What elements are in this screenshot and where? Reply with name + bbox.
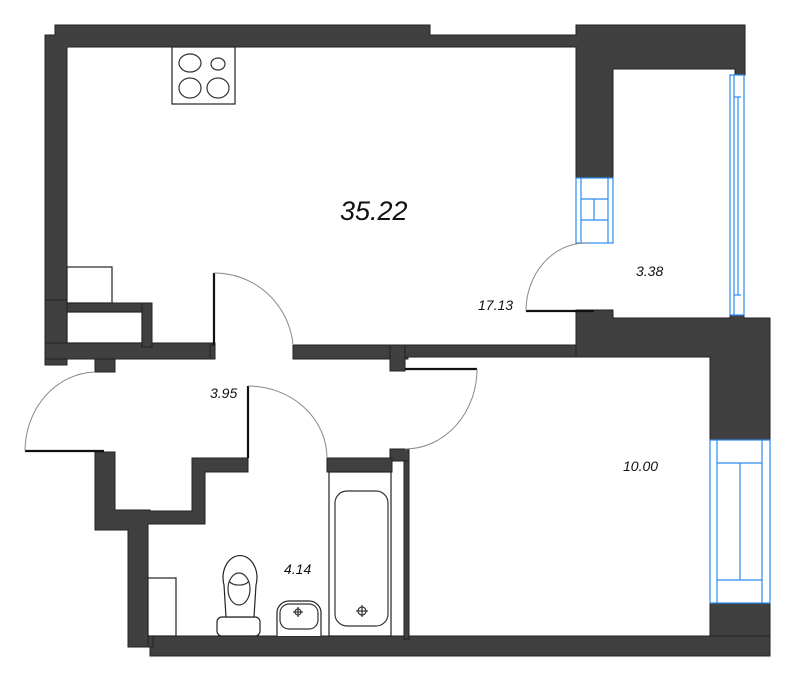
bedroom-area-label: 10.00 [623, 458, 659, 474]
kitchen-cabinet [66, 266, 113, 304]
bedroom-door [404, 367, 478, 450]
toilet-icon [216, 554, 261, 637]
wardrobe [66, 311, 143, 344]
bathtub-icon [328, 471, 392, 637]
balcony-area-label: 3.38 [636, 263, 664, 279]
hallway-area-label: 3.95 [210, 385, 238, 401]
balcony-door [525, 242, 594, 313]
doors [24, 242, 594, 459]
fixtures [66, 46, 392, 637]
balcony-glazing [729, 74, 745, 316]
total-area-label: 35.22 [340, 196, 408, 226]
stove-icon [171, 46, 236, 105]
entrance-door [24, 371, 104, 453]
balcony-door-window [575, 177, 614, 244]
walls [44, 24, 771, 657]
windows [575, 74, 771, 604]
bathroom-door [246, 385, 328, 459]
bathroom-area-label: 4.14 [284, 561, 312, 577]
bedroom-window [709, 439, 771, 604]
sink-icon [276, 600, 322, 636]
kitchen-living-area-label: 17.13 [478, 297, 514, 313]
bathroom-cabinet [147, 577, 177, 637]
kitchen-door [212, 272, 294, 346]
